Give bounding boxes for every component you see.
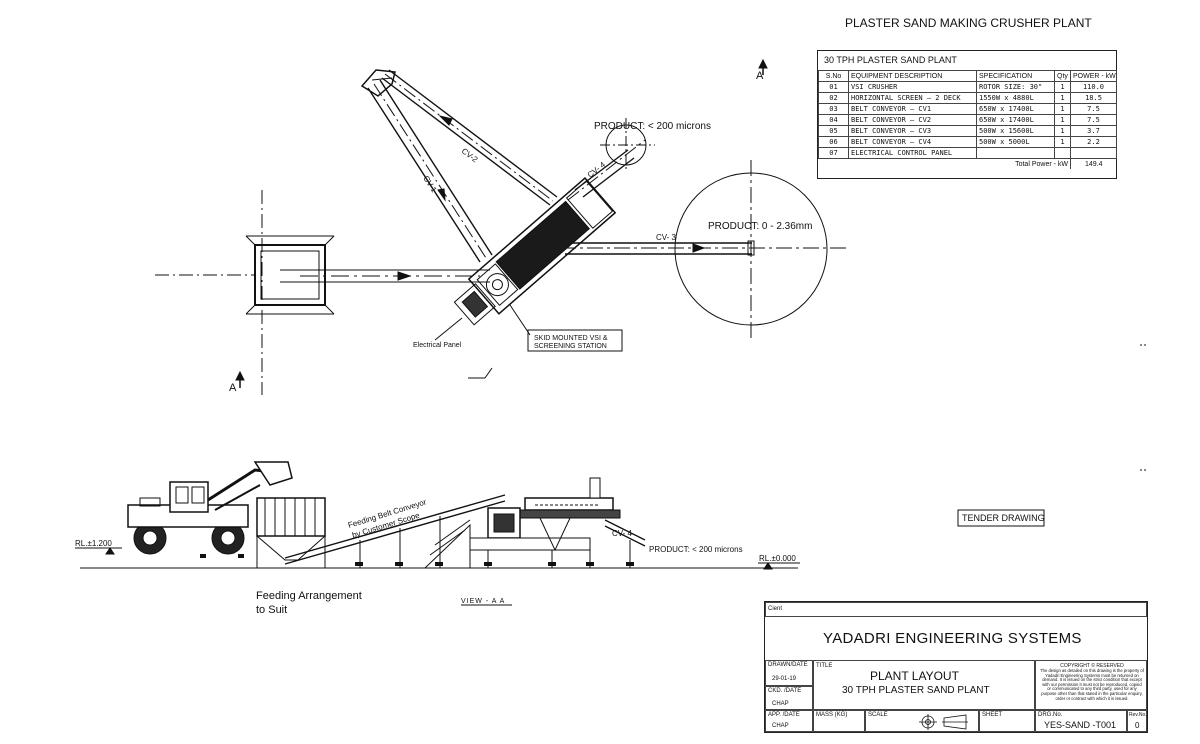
drawing-title-line1: PLANT LAYOUT [870, 669, 959, 683]
copyright-body: The design as detailed on this drawing i… [1040, 668, 1144, 701]
conveyor-cv1 [367, 79, 493, 263]
equipment-spec-table: 30 TPH PLASTER SAND PLANT S.No EQUIPMENT… [817, 50, 1117, 179]
feed-conveyor-plan [280, 269, 490, 283]
table-row: 06 BELT CONVEYOR – CV4 500W x 5000L 1 2.… [818, 136, 1117, 148]
conveyor-cv2 [381, 69, 558, 206]
rl-right-label: RL.±0.000 [759, 554, 796, 563]
drawn-cell: DRAWN/DATE 29-01-19 [765, 660, 813, 686]
approved-cell: APP. /DATE CHAP [765, 710, 813, 732]
feed-hopper-plan [245, 235, 335, 315]
skid-station-plan [453, 176, 617, 326]
table-row: 05 BELT CONVEYOR – CV3 500W x 15600L 1 3… [818, 125, 1117, 137]
table-row: 01 VSI CRUSHER ROTOR SIZE: 30" 1 110.0 [818, 81, 1117, 93]
conveyor-cv4-elevation [604, 519, 646, 568]
total-label: Total Power - kW [1015, 160, 1068, 168]
table-row: 03 BELT CONVEYOR – CV1 650W x 17400L 1 7… [818, 103, 1117, 115]
cv3-label: CV- 3 [656, 233, 677, 242]
leader-line [434, 317, 463, 341]
spec-table-title: 30 TPH PLASTER SAND PLANT [824, 55, 957, 65]
tender-drawing-box [957, 509, 1045, 527]
drawing-title-line2: 30 TPH PLASTER SAND PLANT [842, 685, 990, 696]
row-power [1070, 147, 1117, 159]
drawing-title: PLASTER SAND MAKING CRUSHER PLANT [845, 16, 1092, 30]
mass-cell: MASS (KG) [813, 710, 865, 732]
company-name: YADADRI ENGINEERING SYSTEMS [823, 630, 1082, 647]
view-label: VIEW - A A [461, 598, 505, 605]
drawing-number-cell: DRG.No. YES-SAND -T001 [1035, 710, 1127, 732]
client-row: Cient [765, 602, 1147, 617]
cv4-elevation-label: CV- 4 [612, 529, 633, 538]
title-block: Cient YADADRI ENGINEERING SYSTEMS DRAWN/… [764, 601, 1148, 733]
product-fine-label: PRODUCT: < 200 microns [594, 121, 711, 132]
scale-cell: SCALE [865, 710, 979, 732]
drawn-label: DRAWN/DATE [768, 662, 808, 668]
cv1-label: CV-1 [421, 174, 439, 194]
sheet-cell: SHEET [979, 710, 1035, 732]
wheel-loader [127, 461, 293, 555]
checked-cell: CKD. /DATE CHAP [765, 686, 813, 710]
checked-label: CKD. /DATE [768, 688, 802, 694]
feeding-note-line1: Feeding Arrangement [256, 590, 362, 602]
section-marker-a: A [756, 70, 764, 82]
skid-label-line1: SKID MOUNTED VSI & [534, 335, 608, 342]
approved-label: APP. /DATE [768, 712, 800, 718]
feed-hopper-elevation [256, 497, 326, 568]
total-value: 149.4 [1070, 158, 1117, 169]
electrical-panel-label: Electrical Panel [413, 342, 462, 349]
table-row: 07 ELECTRICAL CONTROL PANEL [818, 147, 1117, 159]
product-fine-elevation-label: PRODUCT: < 200 microns [649, 545, 743, 554]
revision-number: 0 [1135, 721, 1140, 730]
tender-drawing-label: TENDER DRAWING [962, 513, 1045, 523]
drawing-number: YES-SAND -T001 [1044, 720, 1117, 730]
feeding-belt-conveyor-elevation [284, 494, 506, 569]
feeding-note-line2: to Suit [256, 604, 287, 616]
title-cell: TITLE PLANT LAYOUT 30 TPH PLASTER SAND P… [813, 660, 1035, 710]
drg-label: DRG.No. [1038, 712, 1063, 718]
conveyor-head-pulley [360, 69, 396, 97]
approved-by: CHAP [772, 723, 789, 729]
copyright-head: COPYRIGHT © RESERVED [1060, 663, 1124, 669]
conveyor-cv3 [560, 240, 850, 256]
row-power: 110.0 [1070, 81, 1117, 93]
drawn-date: 29-01-19 [772, 676, 797, 682]
skid-label-box [527, 329, 623, 352]
copyright-cell: COPYRIGHT © RESERVED The design as detai… [1035, 660, 1147, 710]
revision-cell: Rev.No. 0 [1127, 710, 1147, 732]
client-label: Cient [768, 606, 783, 612]
leader-line [509, 304, 531, 336]
rl-left-label: RL.±1.200 [75, 539, 112, 548]
rev-label: Rev.No. [1129, 712, 1147, 718]
row-sno: 07 [818, 147, 849, 159]
sheet-label: SHEET [982, 712, 1003, 718]
checked-by: CHAP [772, 701, 789, 707]
scale-label: SCALE [868, 712, 888, 718]
skid-station-elevation [469, 477, 621, 568]
cv4-label: CV- 4 [586, 160, 608, 180]
skid-label-line2: SCREENING STATION [534, 343, 607, 350]
product-sand-label: PRODUCT: 0 - 2.36mm [708, 221, 812, 232]
projection-symbol-icon [919, 714, 968, 730]
title-label: TITLE [816, 663, 833, 669]
section-marker-a: A [229, 382, 237, 394]
mass-label: MASS (KG) [816, 712, 848, 718]
total-row: Total Power - kW 149.4 [819, 158, 1117, 169]
foundation-pads [200, 554, 634, 566]
